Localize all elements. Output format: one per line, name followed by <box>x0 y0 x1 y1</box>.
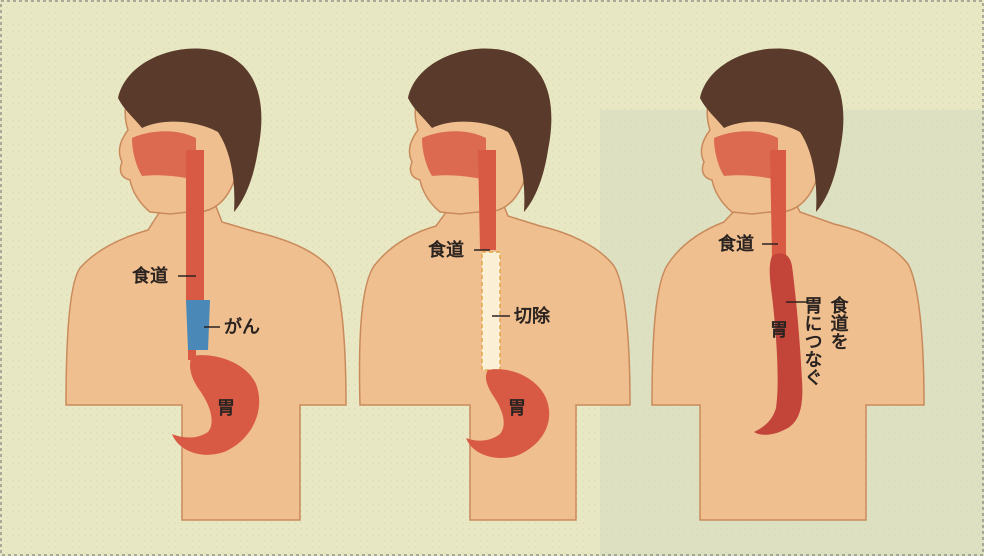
esophagus <box>770 150 786 258</box>
oral-cavity <box>714 131 778 180</box>
esophagus-label: 食道 <box>427 239 464 261</box>
esophagus-label: 食道 <box>717 233 754 255</box>
connect-label-line2: 胃につなぐ <box>802 296 823 386</box>
esophagus-label: 食道 <box>131 265 168 287</box>
connect-label-line1: 食道を <box>828 295 850 350</box>
tumor <box>186 300 210 350</box>
stomach-label: 胃 <box>770 320 788 341</box>
esophagus <box>478 150 496 250</box>
resected-section <box>482 252 500 370</box>
cancer-label: がん <box>224 316 260 338</box>
stomach-label: 胃 <box>508 398 526 419</box>
resection-label: 切除 <box>514 305 551 327</box>
stomach-label: 胃 <box>217 398 235 419</box>
oral-cavity <box>422 131 486 180</box>
